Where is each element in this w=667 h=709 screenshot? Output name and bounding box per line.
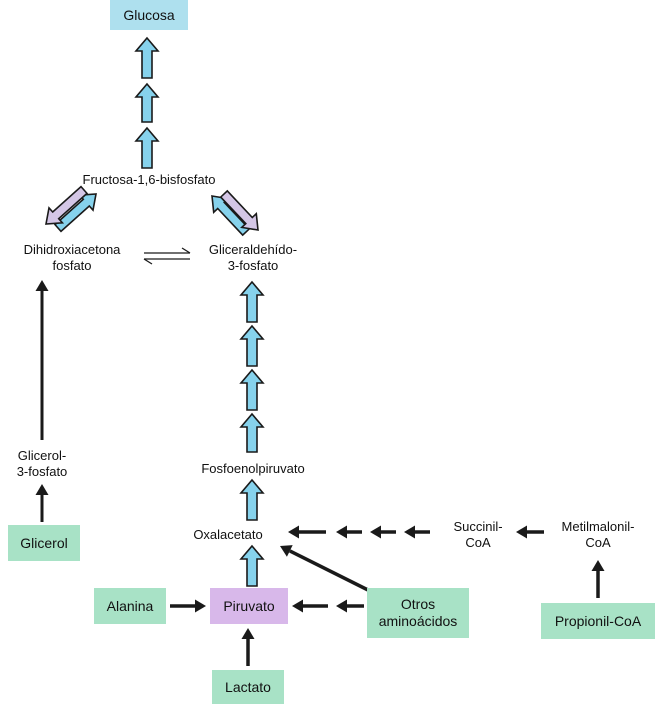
node-dhap-line1: Dihidroxiacetona: [23, 242, 121, 257]
node-g3p-line1: Glicerol-: [17, 448, 67, 463]
arrow-alanina-to-piruvato-head: [195, 599, 206, 613]
equilibrium-reverse-barb: [143, 258, 153, 265]
node-metil-line1: Metilmalonil-: [561, 519, 635, 534]
node-glucosa: Glucosa: [110, 0, 188, 30]
node-piruvato: Piruvato: [210, 588, 288, 624]
block-arrow-glucosa-1: [134, 36, 160, 79]
node-fructosa: Fructosa-1,6-bisfosfato: [66, 172, 232, 188]
arrow-metilmalonil-to-succinil-head: [516, 525, 527, 539]
node-propionil-label: Propionil-CoA: [554, 612, 642, 629]
block-arrow-piruvato-to-oxalacetato: [239, 544, 265, 587]
node-glicerol: Glicerol: [8, 525, 80, 561]
node-succinil-coa: Succinil- CoA: [440, 519, 516, 551]
block-arrow-gap-3: [239, 368, 265, 411]
node-g3p-line2: 3-fosfato: [16, 464, 68, 479]
node-dhap-line2: fosfato: [52, 258, 92, 273]
node-otros-line1: Otros: [400, 596, 436, 612]
node-lactato: Lactato: [212, 670, 284, 704]
block-arrow-glucosa-2: [134, 82, 160, 123]
node-glicerol-3-fosfato: Glicerol- 3-fosfato: [6, 448, 78, 480]
node-propionil-coa: Propionil-CoA: [541, 603, 655, 639]
node-glicerol-label: Glicerol: [20, 534, 68, 551]
block-arrow-gap-1: [239, 280, 265, 323]
block-arrow-fructosa-to-dhap: [45, 185, 89, 225]
node-otros-aminoacidos: Otros aminoácidos: [367, 588, 469, 638]
arrow-succinil-4-head: [288, 525, 299, 539]
node-oxalacetato-label: Oxalacetato: [193, 527, 263, 542]
node-oxalacetato: Oxalacetato: [180, 527, 276, 543]
node-fosfoenolpiruvato: Fosfoenolpiruvato: [180, 461, 326, 477]
node-fructosa-label: Fructosa-1,6-bisfosfato: [82, 172, 216, 187]
node-glucosa-label: Glucosa: [123, 6, 175, 23]
node-gap-line1: Gliceraldehído-: [208, 242, 298, 257]
block-arrow-fructosa-to-gap: [219, 189, 259, 231]
block-arrow-gap-2: [239, 324, 265, 367]
node-otros-line2: aminoácidos: [378, 613, 458, 629]
node-lactato-label: Lactato: [225, 678, 271, 695]
arrow-propionil-to-metilmalonil-head: [591, 560, 605, 571]
arrow-otros-to-piruvato-1-head: [336, 599, 347, 613]
node-piruvato-label: Piruvato: [223, 597, 275, 614]
arrow-glicerol-to-glicerol3p-head: [35, 484, 49, 495]
node-alanina: Alanina: [94, 588, 166, 624]
arrow-lactato-to-piruvato-head: [241, 628, 255, 639]
node-alanina-label: Alanina: [106, 597, 154, 614]
arrow-succinil-2-head: [370, 525, 381, 539]
equilibrium-forward-barb: [181, 247, 191, 254]
node-metilmalonil-coa: Metilmalonil- CoA: [546, 519, 650, 551]
arrow-otros-to-piruvato-2-head: [292, 599, 303, 613]
arrow-otros-to-oxalacetato-head: [280, 545, 293, 557]
node-succinil-line2: CoA: [465, 535, 491, 550]
arrow-succinil-1-head: [404, 525, 415, 539]
block-arrow-gap-4: [239, 412, 265, 453]
block-arrow-oxalacetato-to-pep: [239, 478, 265, 521]
node-succinil-line1: Succinil-: [453, 519, 503, 534]
node-metil-line2: CoA: [585, 535, 611, 550]
node-dihidroxiacetona-fosfato: Dihidroxiacetona fosfato: [2, 242, 142, 274]
node-pep-label: Fosfoenolpiruvato: [201, 461, 305, 476]
arrow-otros-to-oxalacetato-shaft: [289, 549, 373, 594]
arrow-succinil-3-head: [336, 525, 347, 539]
node-gap-line2: 3-fosfato: [227, 258, 279, 273]
arrow-glicerol3p-to-dhap-head: [35, 280, 49, 291]
block-arrow-glucosa-3: [134, 126, 160, 169]
node-gliceraldehido-3-fosfato: Gliceraldehído- 3-fosfato: [196, 242, 310, 274]
